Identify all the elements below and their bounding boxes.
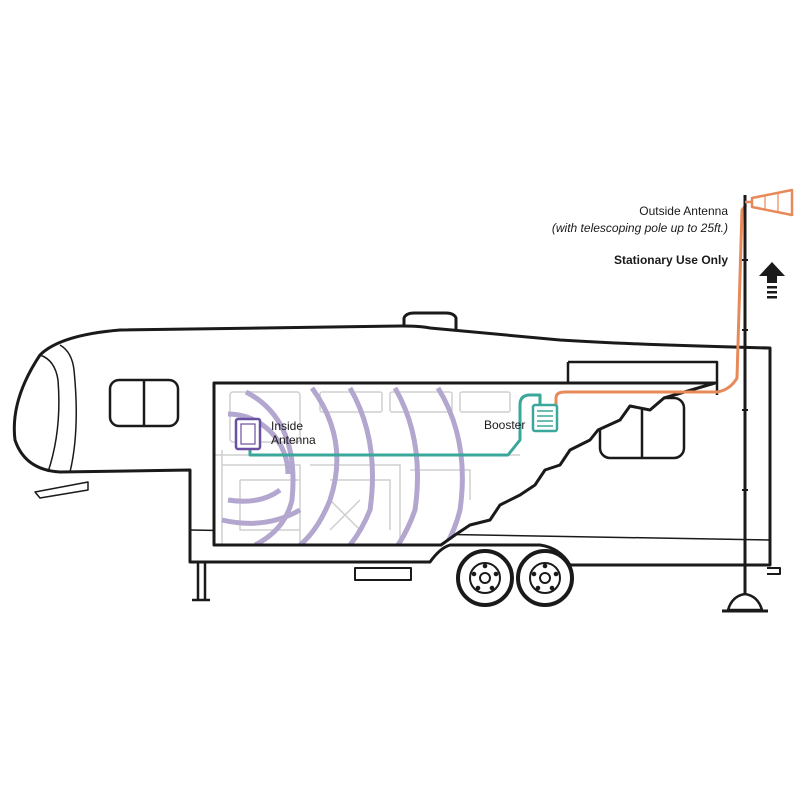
rear-bumper [767, 567, 781, 575]
cutaway-edge [212, 381, 717, 547]
outside-antenna-icon [745, 188, 794, 217]
outside-antenna-note: (with telescoping pole up to 25ft.) [551, 221, 728, 235]
front-cap-inner [39, 354, 60, 473]
front-step [34, 481, 89, 499]
front-cap-inner2 [59, 344, 77, 473]
inside-cable [248, 393, 542, 457]
wheel-rear [516, 549, 574, 607]
outside-cable [554, 204, 748, 405]
inside-antenna-label: Inside Antenna [271, 419, 341, 447]
pole-base [726, 592, 764, 612]
stationary-use-label: Stationary Use Only [613, 253, 728, 267]
front-window [108, 378, 180, 428]
booster-icon [531, 403, 559, 433]
cutaway-fill [214, 383, 715, 545]
front-jack [192, 562, 210, 602]
telescoping-pole [722, 195, 768, 613]
signal-waves [221, 386, 465, 545]
inside-antenna-label-line2: Antenna [271, 433, 316, 447]
outside-antenna-label: Outside Antenna [639, 204, 728, 218]
inside-antenna-icon [234, 417, 262, 451]
up-arrow-icon [759, 262, 785, 299]
wheel-front [456, 549, 514, 607]
booster-label: Booster [484, 418, 526, 432]
inside-antenna-label-line1: Inside [271, 419, 304, 433]
entry-step [354, 567, 412, 581]
wheels [456, 549, 574, 607]
cutaway-interior [212, 381, 717, 547]
interior-furniture [214, 391, 520, 545]
rv-roof-cap [402, 311, 458, 331]
